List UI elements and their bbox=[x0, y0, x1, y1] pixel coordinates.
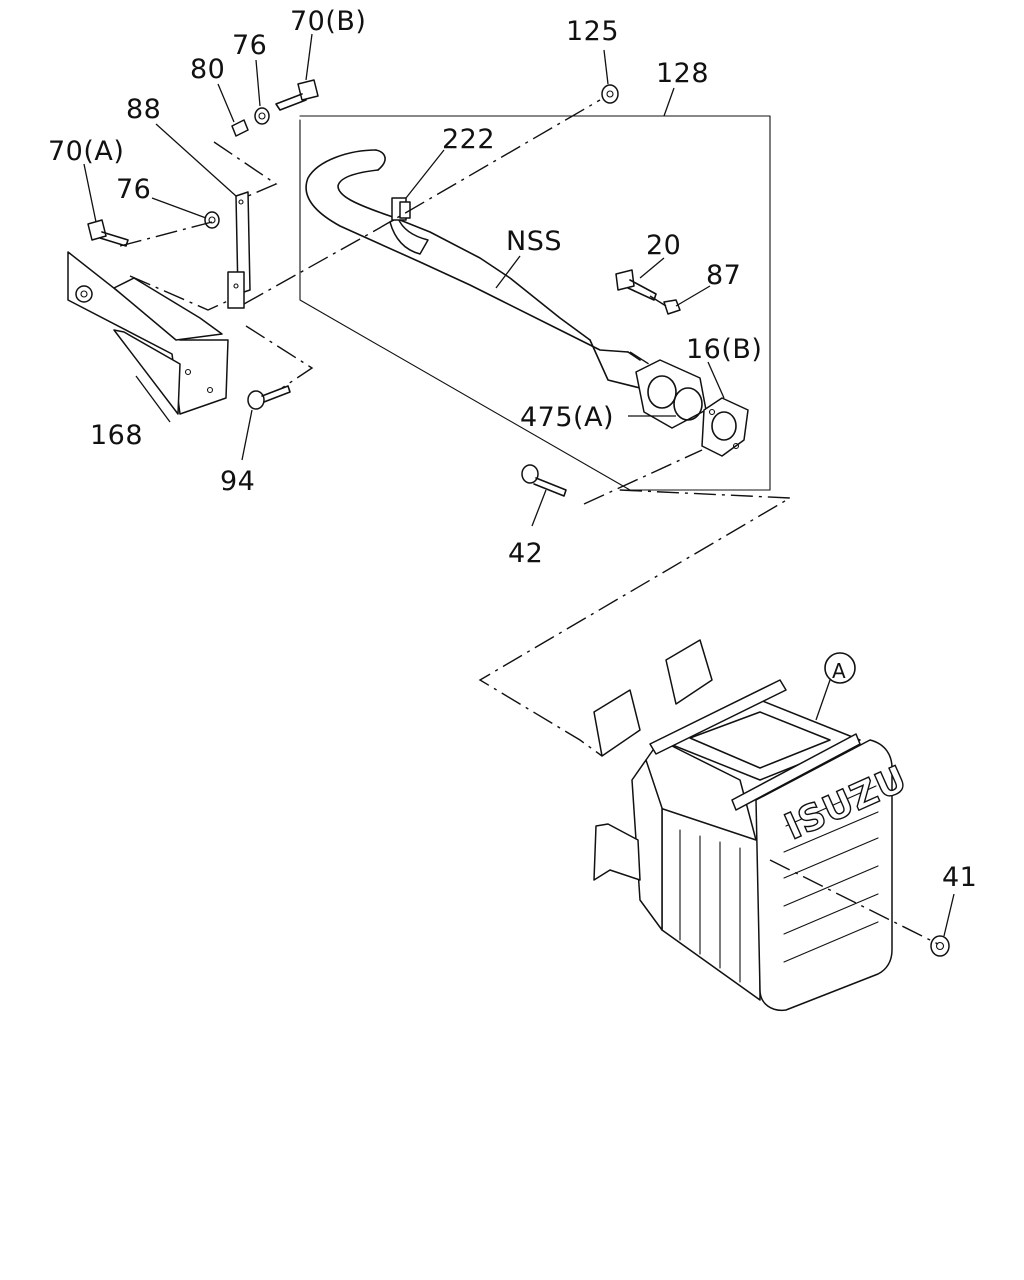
label-nss: NSS bbox=[506, 226, 562, 257]
washer-76-left bbox=[204, 211, 220, 229]
nut-41 bbox=[930, 935, 950, 957]
label-a: A bbox=[832, 659, 846, 683]
label-42: 42 bbox=[508, 538, 543, 569]
label-94: 94 bbox=[220, 466, 255, 497]
gasket-16b bbox=[701, 397, 749, 457]
label-70a: 70(A) bbox=[48, 136, 124, 167]
label-168: 168 bbox=[90, 420, 143, 451]
nut-87 bbox=[663, 299, 681, 315]
washer-76-top bbox=[254, 107, 270, 125]
nut-125 bbox=[601, 84, 619, 104]
part-labels: 70(B) 76 80 125 128 88 222 70(A) 76 NSS … bbox=[48, 6, 977, 893]
label-88: 88 bbox=[126, 94, 161, 125]
label-87: 87 bbox=[706, 260, 741, 291]
label-20: 20 bbox=[646, 230, 681, 261]
bolt-70b bbox=[275, 79, 319, 111]
assembly-lines bbox=[119, 99, 939, 945]
label-125: 125 bbox=[566, 16, 619, 47]
label-128: 128 bbox=[656, 58, 709, 89]
bolt-20 bbox=[615, 269, 657, 301]
bolt-94 bbox=[247, 385, 291, 410]
label-80: 80 bbox=[190, 54, 225, 85]
label-475a: 475(A) bbox=[520, 402, 614, 433]
bracket-168 bbox=[67, 251, 229, 415]
label-222: 222 bbox=[442, 124, 495, 155]
leader-lines bbox=[83, 33, 955, 937]
label-76-top: 76 bbox=[232, 30, 267, 61]
tail-pipe bbox=[305, 149, 641, 389]
label-76-left: 76 bbox=[116, 174, 151, 205]
hanger-88 bbox=[227, 191, 251, 309]
pipe-flange bbox=[635, 359, 707, 429]
clamp-222 bbox=[389, 197, 429, 255]
muffler-assembly bbox=[593, 639, 893, 1012]
label-16b: 16(B) bbox=[686, 334, 762, 365]
label-70b: 70(B) bbox=[290, 6, 366, 37]
pin-80 bbox=[231, 119, 249, 137]
bolt-42 bbox=[521, 464, 567, 497]
bolt-70a bbox=[87, 219, 129, 247]
label-41: 41 bbox=[942, 862, 977, 893]
group-box-128 bbox=[299, 115, 771, 491]
